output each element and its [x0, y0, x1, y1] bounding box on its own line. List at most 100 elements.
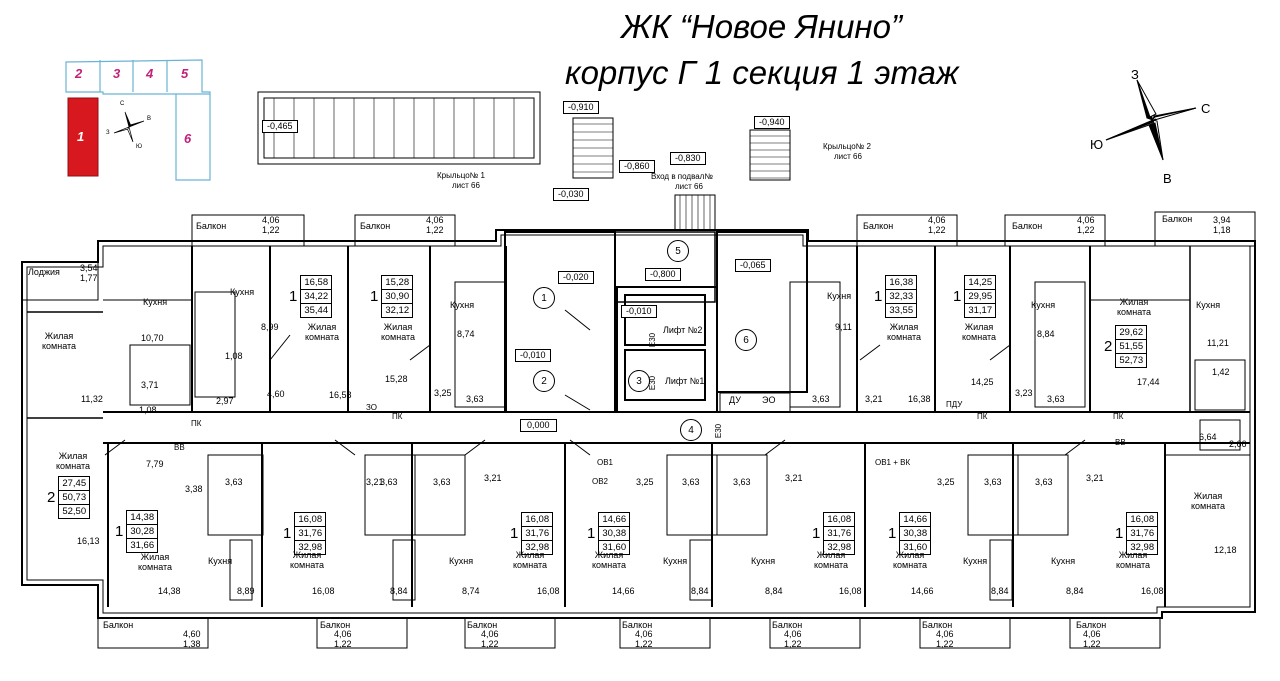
- door-swing: [764, 439, 786, 456]
- apartment-room-count: 2: [1104, 338, 1113, 355]
- room-area: 8,99: [261, 322, 279, 332]
- living-area: 16,38: [886, 276, 917, 290]
- living-area: 16,08: [824, 513, 855, 527]
- total-area-with-balcony: 33,55: [889, 305, 914, 316]
- total-area: 50,73: [59, 491, 90, 505]
- living-area: 15,28: [382, 276, 413, 290]
- room-area: 17,44: [1137, 377, 1160, 387]
- space-number-3: 3: [628, 370, 650, 392]
- bathroom: [967, 454, 1019, 536]
- porch-1: [263, 97, 535, 159]
- balcony-depth: 1,22: [784, 639, 802, 649]
- stair-core-2: [716, 231, 808, 393]
- balcony: [1069, 617, 1161, 649]
- space-number-4: 4: [680, 419, 702, 441]
- door-swing: [989, 344, 1011, 361]
- smoke-exhaust-label: ДУ: [729, 395, 741, 405]
- fire-hydrant-label: ПК: [977, 412, 988, 421]
- living-area: 14,66: [900, 513, 931, 527]
- room-area: 3,21: [366, 477, 384, 487]
- porch-2-stair: [749, 129, 791, 181]
- level-mark: -0,010: [621, 305, 657, 318]
- balcony-depth: 1,22: [262, 225, 280, 235]
- living-area: 16,08: [522, 513, 553, 527]
- balcony: [619, 617, 711, 649]
- apartment-room-count: 1: [953, 288, 962, 305]
- bathroom: [129, 344, 191, 406]
- room-area: 3,71: [141, 380, 159, 390]
- loggia: [21, 261, 99, 301]
- level-mark: -0,830: [670, 152, 706, 165]
- door-swing: [564, 394, 591, 411]
- balcony-label: Балкон: [772, 620, 803, 630]
- space-number-2: 2: [533, 370, 555, 392]
- total-area: 30,38: [599, 527, 630, 541]
- total-area-with-balcony: 31,60: [903, 542, 928, 553]
- room-area: 3,63: [984, 477, 1002, 487]
- kitchen-counter: [229, 539, 253, 601]
- room-area: 8,84: [1037, 329, 1055, 339]
- door-swing: [104, 439, 126, 456]
- lift-1-label: Лифт №1: [665, 376, 705, 386]
- room-area: 16,08: [1141, 586, 1164, 596]
- door-swing: [1064, 439, 1086, 456]
- bathroom: [1017, 454, 1069, 536]
- bathroom: [716, 454, 768, 536]
- total-area: 31,76: [1127, 527, 1158, 541]
- fire-rating-label: E30: [648, 375, 658, 391]
- keyplan-compass-s: Ю: [136, 144, 143, 150]
- kitchen-counter: [989, 539, 1013, 601]
- balcony-depth: 1,22: [334, 639, 352, 649]
- balcony-depth: 1,38: [183, 639, 201, 649]
- fire-rating-label: E30: [714, 423, 724, 439]
- balcony-label: Балкон: [196, 221, 227, 231]
- compass-label-w: Ю: [1090, 137, 1104, 152]
- door-swing: [464, 439, 486, 456]
- living-area: 27,45: [59, 477, 90, 491]
- room-area: 3,63: [682, 477, 700, 487]
- apartment-room-count: 1: [888, 525, 897, 542]
- room-name-kitchen: Кухня: [208, 556, 233, 566]
- room-area: 10,70: [141, 333, 164, 343]
- total-area-with-balcony: 32,98: [827, 542, 852, 553]
- room-area: 3,63: [1047, 394, 1065, 404]
- total-area: 51,55: [1116, 340, 1147, 354]
- balcony: [1004, 214, 1106, 247]
- apartment-room-count: 2: [47, 489, 56, 506]
- room-name-kitchen: Кухня: [1196, 300, 1221, 310]
- room-area: 8,74: [462, 586, 480, 596]
- vent-shaft-label: ОВ1: [597, 458, 614, 467]
- level-mark: -0,030: [553, 188, 589, 201]
- kitchen-counter: [392, 539, 416, 601]
- apartment-room-count: 1: [289, 288, 298, 305]
- stair-core: [504, 231, 616, 413]
- bathroom: [789, 281, 841, 408]
- room-area: 3,63: [380, 477, 398, 487]
- room-area: 8,84: [390, 586, 408, 596]
- balcony: [316, 617, 408, 649]
- apartment-room-count: 1: [370, 288, 379, 305]
- technical-room: [719, 392, 791, 413]
- room-name-kitchen: Кухня: [663, 556, 688, 566]
- room-area: 3,63: [812, 394, 830, 404]
- loggia-label: Лоджия: [28, 267, 60, 277]
- living-area: 16,58: [301, 276, 332, 290]
